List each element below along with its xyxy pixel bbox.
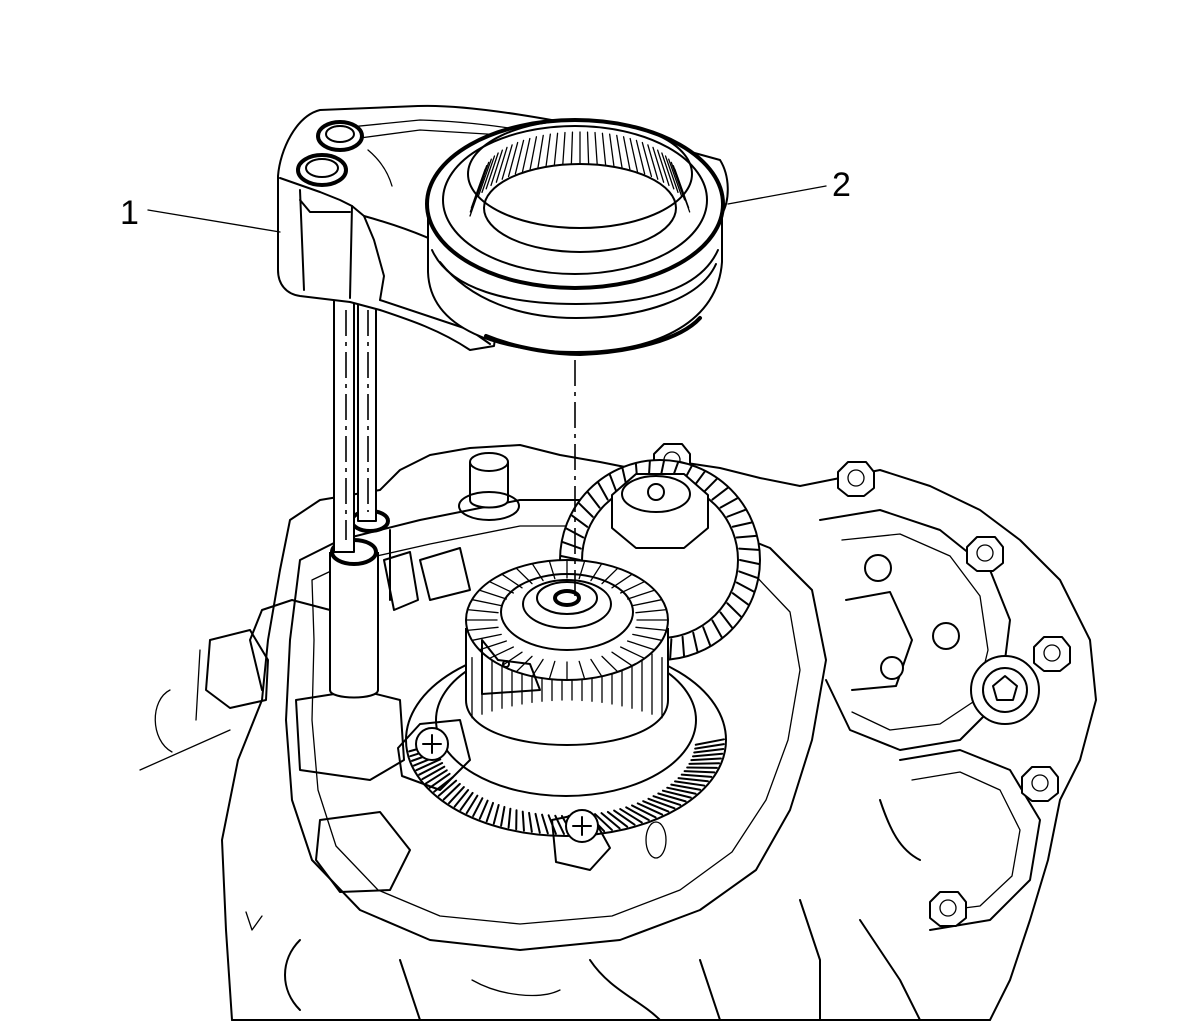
drain-plug bbox=[970, 655, 1040, 725]
bolt bbox=[929, 891, 967, 927]
callout-label: 1 bbox=[120, 194, 139, 232]
assembly-guide-lines bbox=[345, 310, 576, 600]
callout-1: 1 bbox=[120, 194, 281, 233]
bolt bbox=[966, 536, 1004, 572]
synchronizer-hub bbox=[465, 559, 669, 746]
synchronizer-sleeve bbox=[425, 118, 725, 356]
bolt bbox=[932, 622, 960, 650]
bolt bbox=[1033, 636, 1071, 672]
callout-label: 2 bbox=[832, 166, 851, 204]
bolt bbox=[880, 656, 904, 680]
callout-2: 2 bbox=[727, 166, 851, 205]
bolt bbox=[837, 461, 875, 497]
leader-line bbox=[147, 209, 281, 233]
dowel-pin bbox=[458, 452, 520, 521]
leader-line bbox=[727, 185, 827, 205]
bolt bbox=[1021, 766, 1059, 802]
screw-head bbox=[565, 809, 599, 843]
bolt bbox=[864, 554, 892, 582]
screw-head bbox=[415, 727, 449, 761]
